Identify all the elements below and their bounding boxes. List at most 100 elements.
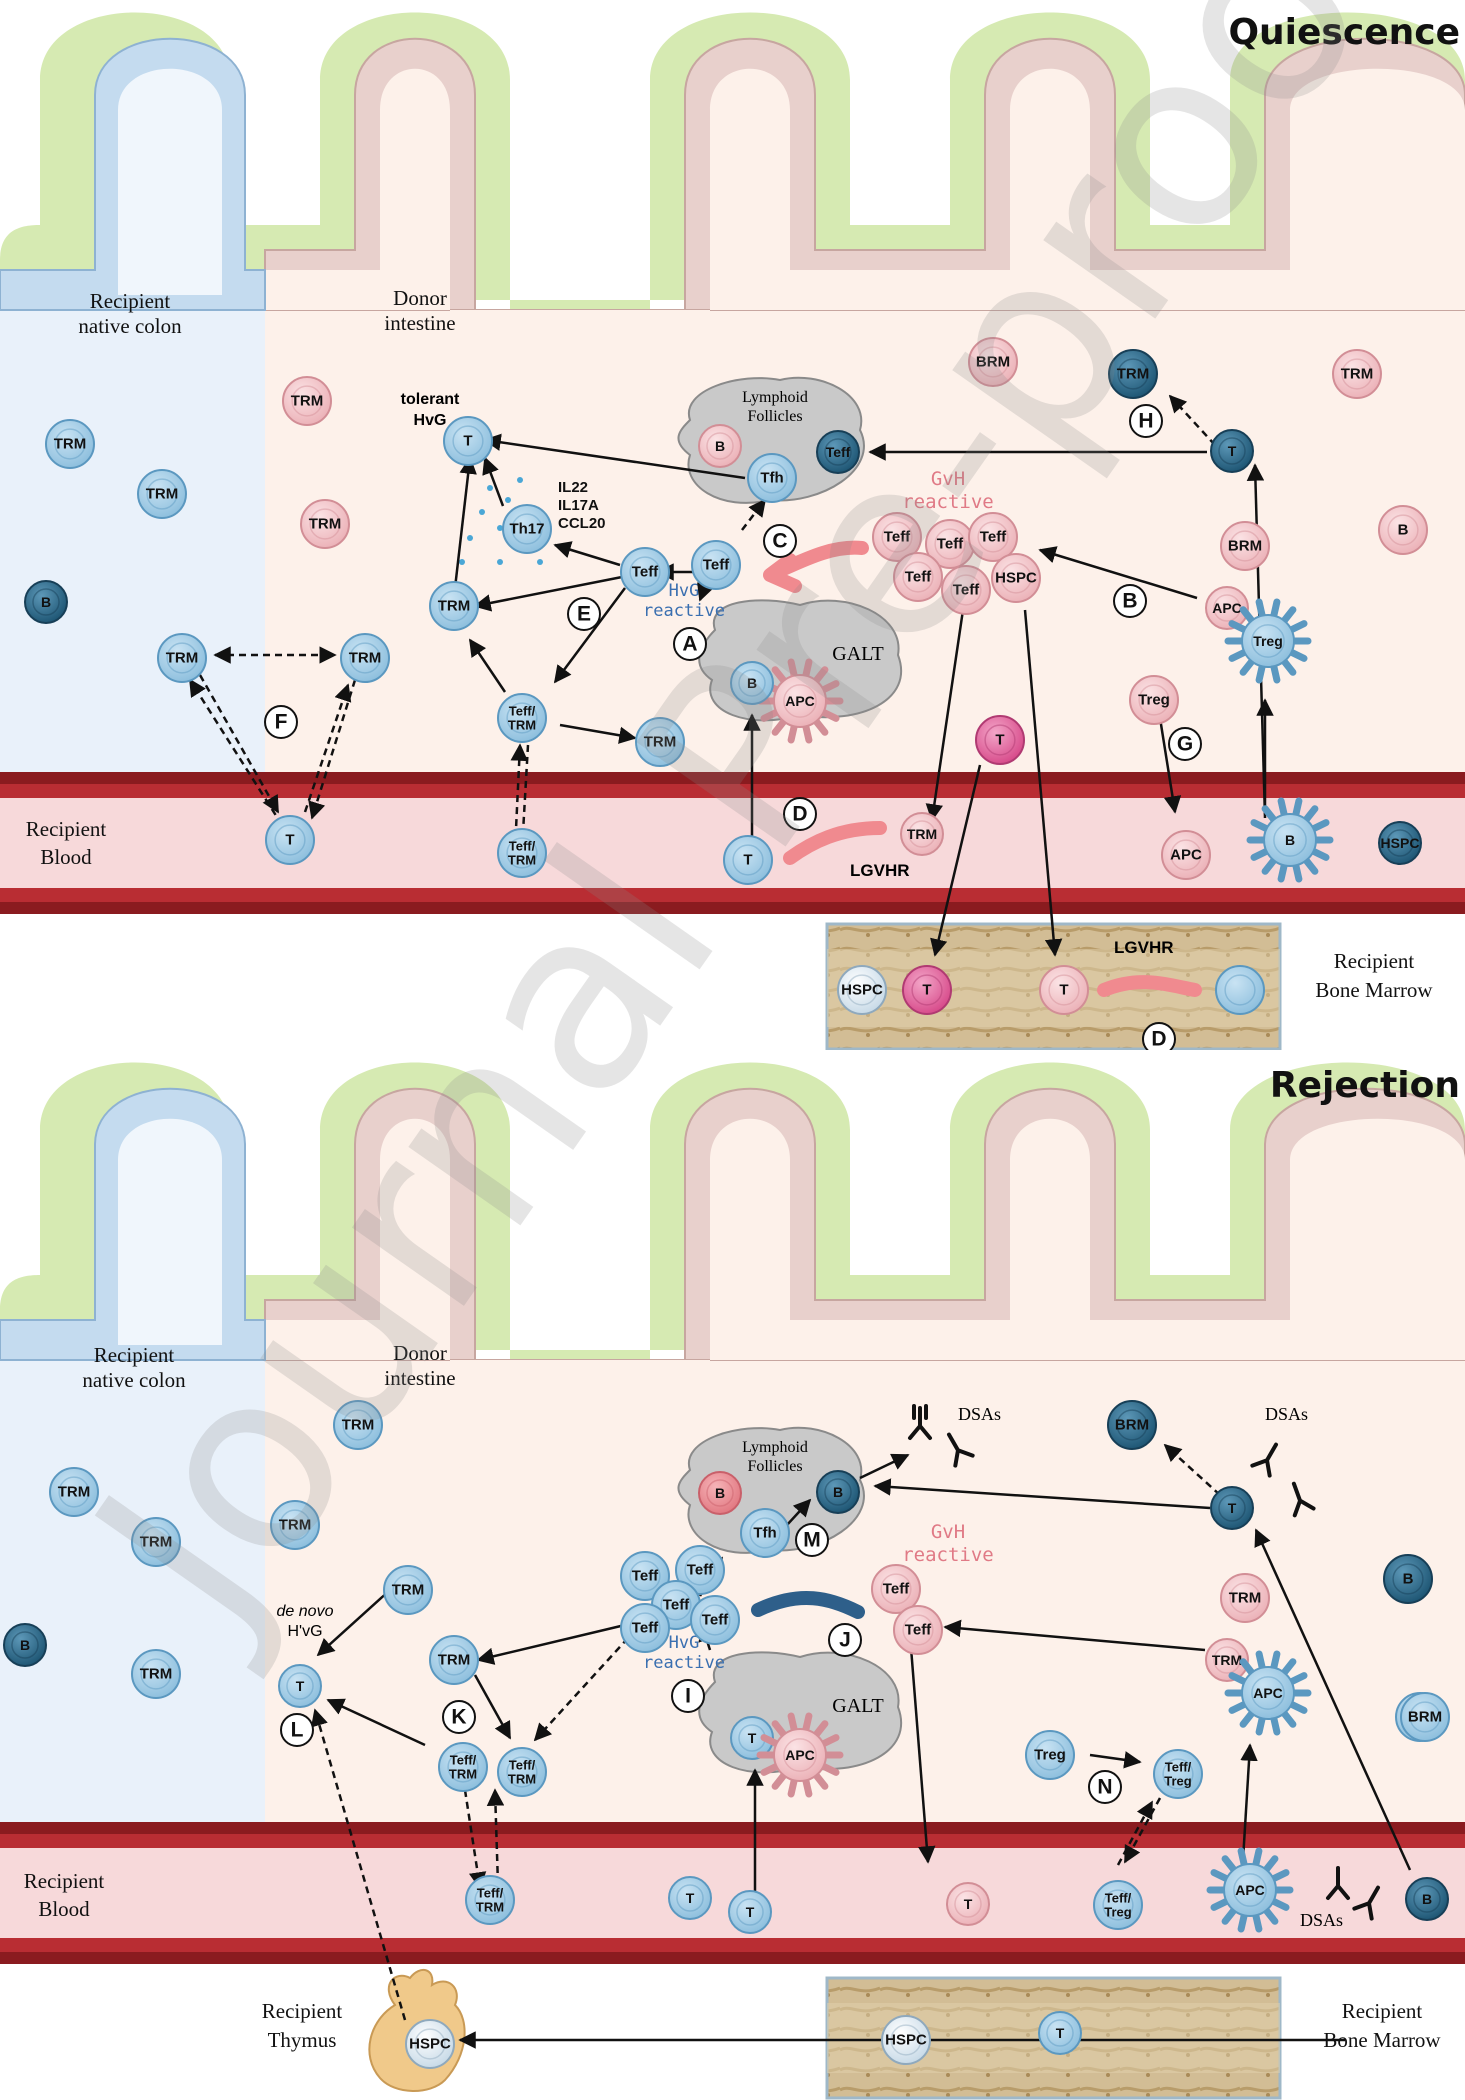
step-circle bbox=[673, 627, 707, 661]
teff-cell: Teff bbox=[675, 1545, 725, 1595]
cell-label: T bbox=[964, 1896, 973, 1912]
antibody-icon bbox=[1250, 1442, 1278, 1478]
cell-label: TRM bbox=[140, 1666, 173, 1683]
cell-label: T bbox=[686, 1890, 695, 1906]
cell-label: B bbox=[747, 675, 757, 691]
cell-body bbox=[3, 1623, 47, 1667]
hspc-cell: HSPC bbox=[881, 2015, 931, 2065]
cell-body bbox=[1093, 1880, 1143, 1930]
cell-nucleus bbox=[474, 1884, 506, 1916]
cell-nucleus bbox=[286, 1672, 314, 1700]
cell-label: T bbox=[748, 1730, 757, 1746]
step-circle bbox=[828, 1623, 862, 1657]
apc-dendrites bbox=[1224, 598, 1312, 684]
b-cell: B bbox=[730, 661, 774, 705]
t-cell: T bbox=[278, 1664, 322, 1708]
step-circle bbox=[671, 1679, 705, 1713]
quiescence-panel: Quiescence Recipient native colon Donor … bbox=[0, 12, 1465, 1056]
cell-body bbox=[1205, 586, 1249, 630]
lgvhr-arrow-marrow bbox=[1097, 975, 1202, 997]
lymphoid-label-line2: Follicles bbox=[747, 408, 802, 425]
cell-nucleus bbox=[414, 2028, 446, 2060]
cell-body bbox=[690, 1595, 740, 1645]
cell-body bbox=[900, 812, 944, 856]
cell-body bbox=[837, 965, 887, 1015]
cell-body bbox=[1332, 349, 1382, 399]
cell-label: TRM bbox=[349, 650, 382, 667]
dsa-label-3: DSAs bbox=[1300, 1910, 1343, 1930]
cell-label: Teff bbox=[883, 1581, 910, 1598]
cell-nucleus bbox=[1341, 358, 1373, 390]
cell-nucleus bbox=[506, 837, 538, 869]
cell-label: TRM bbox=[291, 393, 324, 410]
cell-nucleus bbox=[880, 1573, 912, 1605]
step-letter: N bbox=[1097, 1776, 1112, 1799]
region-thymus-line1: Recipient bbox=[262, 1999, 343, 2023]
cell-body bbox=[968, 337, 1018, 387]
cell-label: Teff/ bbox=[1105, 1891, 1132, 1906]
cell-body bbox=[941, 565, 991, 615]
gvh-reactive-line2: reactive bbox=[902, 491, 994, 513]
cell-nucleus bbox=[1273, 823, 1307, 857]
cell-label: APC bbox=[785, 693, 815, 709]
region-marrow-line2: Bone Marrow bbox=[1315, 978, 1433, 1002]
cell-nucleus bbox=[629, 556, 661, 588]
cell-nucleus bbox=[1000, 562, 1032, 594]
step-circle bbox=[1113, 584, 1147, 618]
step-letter: C bbox=[772, 530, 787, 553]
cell-body bbox=[1400, 1692, 1450, 1742]
tolerant-label-line1: tolerant bbox=[401, 391, 460, 408]
teff-cell: Teff bbox=[690, 1595, 740, 1645]
step-i-marker: I bbox=[671, 1679, 705, 1713]
cell-nucleus bbox=[736, 1898, 764, 1926]
galt-label: GALT bbox=[832, 643, 883, 665]
cell-label: T bbox=[743, 852, 752, 869]
cell-body bbox=[723, 835, 773, 885]
cell-label: Teff/ bbox=[477, 1886, 504, 1901]
trm-cell: TRM bbox=[1108, 349, 1158, 399]
cell-label: TRM bbox=[476, 1900, 504, 1915]
cell-label: TRM bbox=[449, 1767, 477, 1782]
cell-body bbox=[45, 419, 95, 469]
cell-body bbox=[675, 1545, 725, 1595]
cell-nucleus bbox=[644, 726, 676, 758]
step-letter: D bbox=[792, 803, 807, 826]
cell-nucleus bbox=[1413, 1885, 1441, 1913]
t-cell: T bbox=[975, 715, 1025, 765]
t-cell: T bbox=[1039, 965, 1089, 1015]
hspc-cell: HSPC bbox=[837, 965, 887, 1015]
step-circle bbox=[1129, 404, 1163, 438]
step-g-marker: G bbox=[1168, 727, 1202, 761]
antibody-icon bbox=[947, 1432, 975, 1468]
cell-label: T bbox=[285, 832, 294, 849]
cell-nucleus bbox=[700, 549, 732, 581]
cell-label: T bbox=[1059, 982, 1068, 999]
cell-label: BRM bbox=[976, 354, 1010, 371]
lgvhr-marrow-label: LGVHR bbox=[1114, 938, 1174, 957]
cell-label: TRM bbox=[146, 486, 179, 503]
annotations: de novo H'vG HvG reactive GvH reactive D… bbox=[277, 1404, 1343, 1930]
cell-nucleus bbox=[506, 1756, 538, 1788]
cell-nucleus bbox=[1116, 1409, 1148, 1441]
teff-cell: Teff bbox=[816, 430, 860, 474]
brm-cell: BRM bbox=[1107, 1400, 1157, 1450]
apc-cell: APC bbox=[1205, 586, 1249, 630]
trm-cell: TRM bbox=[635, 717, 685, 767]
step-letter: I bbox=[685, 1685, 691, 1708]
step-letter: D bbox=[1151, 1028, 1166, 1051]
apc-dendrites bbox=[756, 658, 844, 744]
cell-label: Teff/ bbox=[509, 1758, 536, 1773]
teff-trm-cell: Teff/TRM bbox=[465, 1875, 515, 1925]
cell-label: B bbox=[1403, 1571, 1414, 1588]
cell-label: B bbox=[1285, 832, 1295, 848]
cell-body bbox=[49, 1467, 99, 1517]
cell-label: Teff bbox=[980, 529, 1007, 546]
gvh-reactive-line2: reactive bbox=[902, 1544, 994, 1566]
b-cell: B bbox=[24, 580, 68, 624]
trm-cell: TRM bbox=[49, 1467, 99, 1517]
hvg-reactive-line1: HvG bbox=[669, 581, 700, 601]
cell-body bbox=[816, 430, 860, 474]
lymphoid-label-line2: Follicles bbox=[747, 1458, 802, 1475]
cell-nucleus bbox=[783, 1738, 817, 1772]
